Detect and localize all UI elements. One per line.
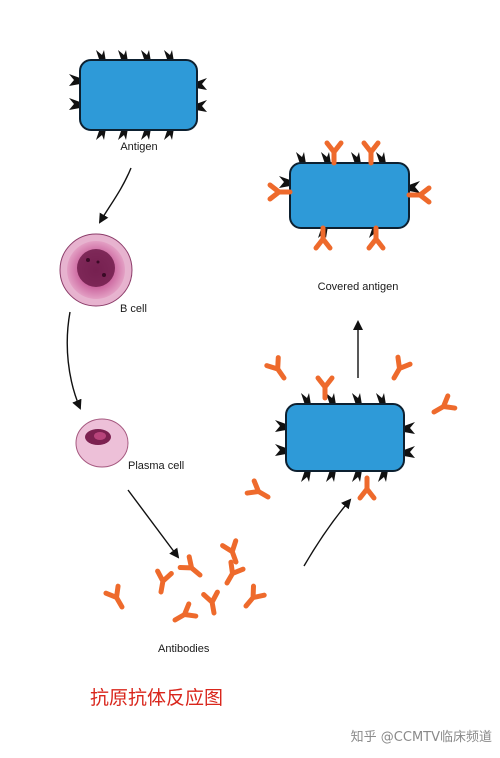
plasma-cell-label: Plasma cell — [128, 460, 184, 472]
watermark: 知乎 @CCMTV临床频道 — [351, 729, 492, 745]
antigen — [69, 50, 207, 140]
arrow-antibodies-to-antigen — [303, 498, 352, 567]
arrow-antigen-to-bcell — [98, 167, 132, 224]
binding-antigen — [275, 393, 415, 482]
covered-antigen-label: Covered antigen — [318, 281, 399, 293]
antibodies-cluster — [106, 541, 264, 626]
antigen-body — [79, 59, 198, 131]
diagram-title: 抗原抗体反应图 — [90, 687, 223, 709]
arrow-bcell-to-plasma — [66, 311, 82, 410]
b-cell-label: B cell — [120, 303, 147, 315]
antibodies-label: Antibodies — [158, 643, 210, 655]
antigen-label: Antigen — [120, 141, 157, 153]
covered-antigen — [270, 143, 429, 248]
arrow-plasma-to-antibodies — [127, 489, 180, 559]
b-cell — [59, 233, 133, 307]
plasma-cell — [75, 418, 129, 468]
